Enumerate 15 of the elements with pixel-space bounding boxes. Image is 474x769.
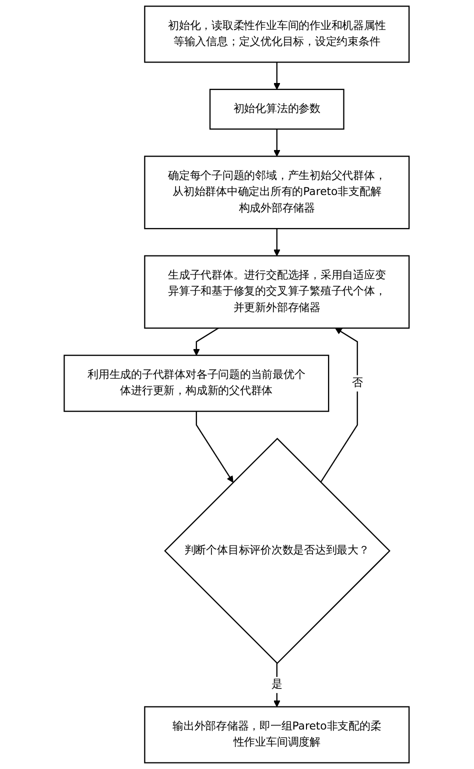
arrow	[274, 129, 281, 157]
node-box: 初始化，读取柔性作业车间的作业和机器属性等输入信息；定义优化目标，设定约束条件	[144, 6, 410, 63]
arrow	[193, 328, 220, 356]
edge-label: 否	[352, 376, 364, 390]
arrow	[320, 328, 358, 483]
arrow	[196, 411, 234, 483]
node-box: 生成子代群体。进行交配选择，采用自适应变异算子和基于修复的交叉算子繁殖子代个体，并更新外部存储器	[144, 255, 410, 329]
node-box: 确定每个子问题的邻域，产生初始父代群体，从初始群体中确定出所有的Pareto非支配解构成外部存储器	[144, 156, 410, 230]
node-box: 初始化算法的参数	[210, 88, 345, 130]
edge-label: 是	[272, 678, 283, 691]
node-box: 利用生成的子代群体对各子问题的当前最优个体进行更新，构成新的父代群体	[64, 354, 330, 412]
node-diamond: 判断个体目标评价次数是否达到最大？	[164, 438, 391, 664]
arrow	[274, 62, 281, 90]
node-box: 输出外部存储器，即一组Pareto非支配的柔性作业车间调度解	[144, 706, 410, 764]
arrow	[274, 228, 281, 256]
